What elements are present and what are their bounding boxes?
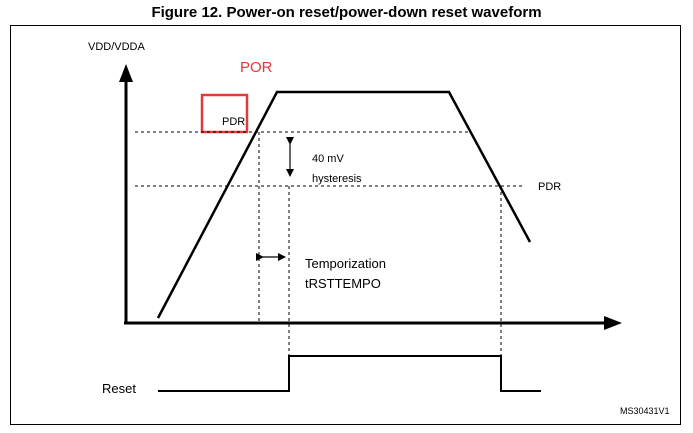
y-axis-arrow-icon: [119, 64, 133, 82]
vdd-waveform: [156, 90, 532, 319]
por-label: POR: [240, 59, 273, 76]
pdr-label-left: PDR: [222, 116, 245, 128]
y-axis-label: VDD/VDDA: [88, 41, 146, 53]
pdr-label-right: PDR: [538, 181, 561, 193]
figure-frame: [10, 25, 681, 425]
reset-label: Reset: [102, 381, 136, 396]
hysteresis-label: hysteresis: [312, 173, 362, 185]
x-axis-arrow-icon: [604, 316, 622, 330]
temporization-label: Temporization: [305, 256, 386, 271]
hysteresis-value: 40 mV: [312, 153, 344, 165]
reset-waveform: [158, 355, 541, 392]
figure-ref-code: MS30431V1: [620, 406, 670, 416]
temporization-symbol: tRSTTEMPO: [305, 276, 381, 291]
pdr-highlight-box: [200, 93, 249, 134]
figure-title: Figure 12. Power-on reset/power-down res…: [151, 4, 542, 21]
